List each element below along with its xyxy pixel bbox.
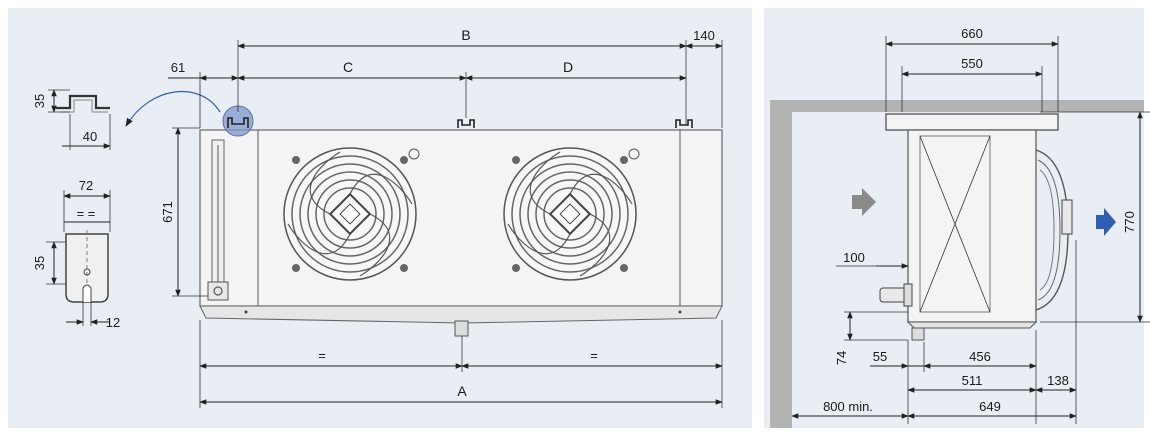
- side-view: 660 550 770 100 74 55 456 511 138 800 mi…: [770, 26, 1150, 428]
- dim-label-A: A: [457, 383, 467, 399]
- airflow-arrow-icon: [1096, 208, 1116, 236]
- rail-detail: 35 40: [32, 89, 111, 150]
- bracket-label-35: 35: [32, 256, 47, 270]
- side-label-660: 660: [961, 26, 983, 41]
- bracket-label-12: 12: [106, 315, 120, 330]
- fan-icon: [283, 147, 417, 281]
- drip-tray: [199, 305, 723, 324]
- drain-nozzle: [454, 320, 469, 337]
- dim-label-equal-left: =: [318, 348, 326, 363]
- rail-label-40: 40: [83, 129, 97, 144]
- rail-label-35: 35: [32, 94, 47, 108]
- bracket-label-equal: = =: [77, 206, 96, 221]
- side-label-138: 138: [1047, 373, 1069, 388]
- side-label-550: 550: [961, 56, 983, 71]
- side-label-770: 770: [1122, 211, 1137, 233]
- mounting-plate: [885, 113, 1059, 131]
- airflow-arrow-icon: [852, 188, 876, 216]
- side-body: [907, 129, 1037, 323]
- dim-label-C: C: [343, 59, 353, 75]
- unit-casing: [199, 129, 723, 307]
- side-label-800min: 800 min.: [823, 399, 873, 414]
- rotate-arrow-icon: [125, 90, 221, 127]
- side-label-100: 100: [843, 250, 865, 265]
- dim-label-140: 140: [693, 28, 715, 43]
- dim-label-671: 671: [160, 201, 175, 223]
- dim-label-B: B: [461, 27, 470, 43]
- connection-fitting: [207, 281, 229, 301]
- dim-label-equal-right: =: [590, 348, 598, 363]
- dim-label-61: 61: [171, 60, 185, 75]
- side-label-511: 511: [962, 373, 983, 388]
- bracket-detail: 72 = = 35 12: [32, 178, 120, 330]
- side-label-456: 456: [969, 349, 991, 364]
- side-label-55: 55: [873, 349, 887, 364]
- bracket-label-72: 72: [79, 178, 93, 193]
- fan-icon: [503, 147, 637, 281]
- front-view: B 140 61 C D 671 = = A: [125, 27, 723, 408]
- dim-label-D: D: [563, 59, 573, 75]
- side-label-649: 649: [979, 399, 1001, 414]
- side-label-74: 74: [834, 351, 849, 365]
